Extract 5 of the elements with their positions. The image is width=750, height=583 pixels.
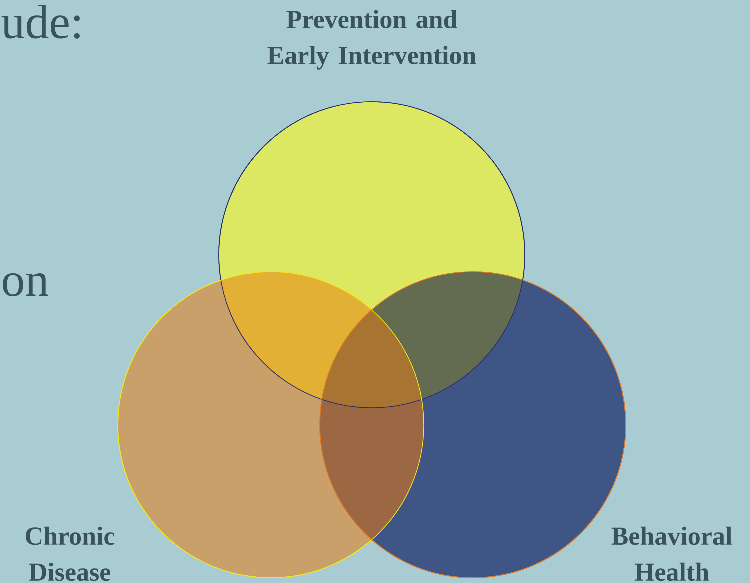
slide-text: on bbox=[3, 273, 48, 297]
circle-heading: Prevention and Early Intervention bbox=[268, 10, 476, 70]
circle-heading: Chronic Disease bbox=[26, 526, 115, 582]
circle-heading: Behavioral Health bbox=[612, 526, 732, 582]
slide-text: ude: bbox=[2, 5, 80, 39]
